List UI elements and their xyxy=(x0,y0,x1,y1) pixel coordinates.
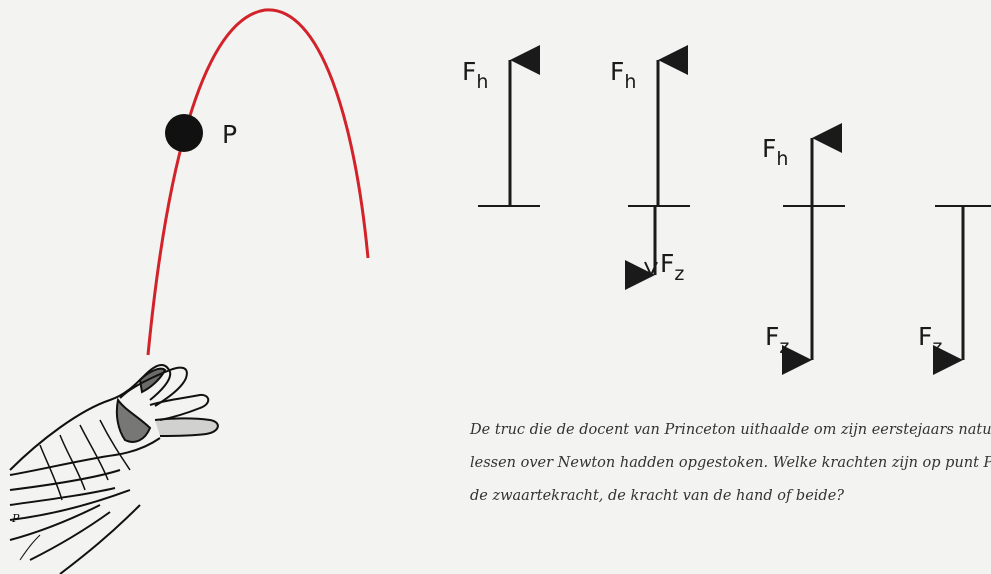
hand-illustration xyxy=(9,364,219,574)
point-label: P xyxy=(222,120,237,149)
trajectory-curve xyxy=(146,8,370,356)
force-diagram-4: Fz xyxy=(918,205,991,375)
force-label-bottom: Fz xyxy=(765,322,789,358)
force-diagram-1: Fh xyxy=(462,45,540,207)
force-label-bottom: Fz xyxy=(918,322,942,358)
force-label-top: Fh xyxy=(462,57,488,93)
caption-line-2: lessen over Newton hadden opgestoken. We… xyxy=(470,455,991,471)
caption: De truc die de docent van Princeton uith… xyxy=(470,414,991,513)
force-diagram-2: Fh Fz xyxy=(610,45,690,290)
force-label-bottom: Fz xyxy=(660,249,684,285)
force-label-top: Fh xyxy=(762,134,788,170)
caption-line-3: de zwaartekracht, de kracht van de hand … xyxy=(470,488,845,504)
force-diagram-3: Fh Fz xyxy=(762,123,845,375)
ball-icon xyxy=(165,114,203,152)
force-label-top: Fh xyxy=(610,57,636,93)
hand-engraving-letter: P xyxy=(11,512,20,525)
caption-line-1: De truc die de docent van Princeton uith… xyxy=(470,422,991,438)
